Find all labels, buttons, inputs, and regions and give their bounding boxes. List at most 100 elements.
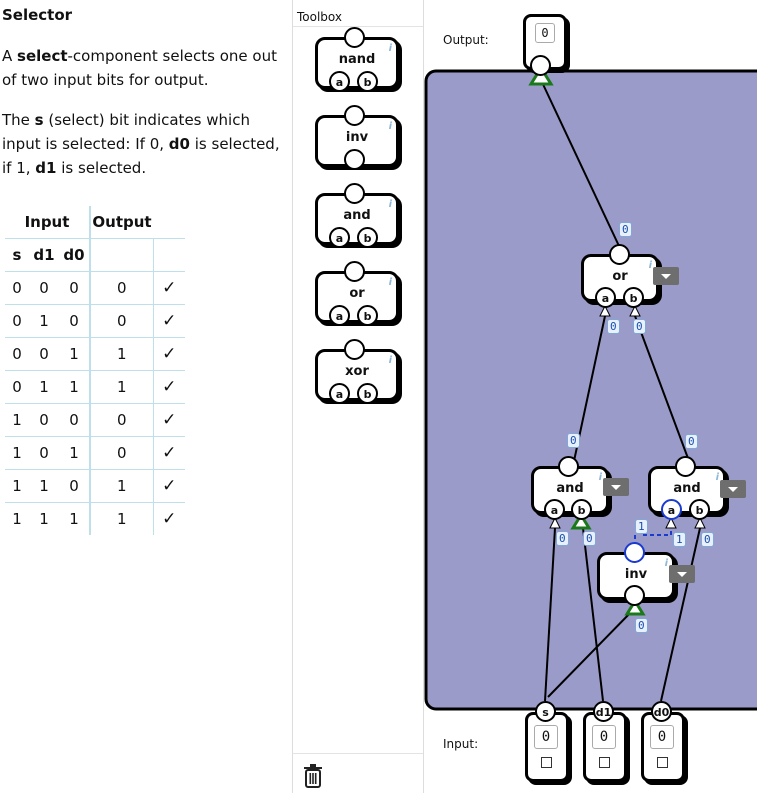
input-label: Input: bbox=[443, 737, 479, 751]
and1-b-pin[interactable]: b bbox=[571, 499, 592, 520]
input-node-s: 0 bbox=[525, 712, 569, 782]
or-b-pin[interactable]: b bbox=[623, 287, 644, 308]
toolbox-pin-b: b bbox=[357, 71, 378, 92]
and2-out-pin[interactable] bbox=[675, 456, 696, 477]
table-cell: 0 bbox=[90, 436, 154, 470]
table-cell: 1 bbox=[59, 502, 91, 535]
input-value-field[interactable]: 0 bbox=[650, 725, 674, 749]
wire-value-and1-a: 0 bbox=[556, 531, 569, 546]
info-icon[interactable]: i bbox=[388, 277, 392, 288]
toolbox-pin-a: a bbox=[329, 227, 350, 248]
table-cell: 1 bbox=[12, 510, 22, 528]
info-icon[interactable]: i bbox=[388, 121, 392, 132]
wire-and2-to-or-b bbox=[634, 315, 690, 462]
table-cell: 1 bbox=[12, 411, 22, 429]
inv-in-pin[interactable] bbox=[624, 542, 645, 563]
toolbox-item-label: inv bbox=[345, 130, 369, 145]
table-cell: 0 bbox=[90, 403, 154, 437]
table-cell: 0 bbox=[12, 345, 22, 363]
input-toggle-checkbox[interactable] bbox=[541, 757, 552, 768]
table-cell: 1 bbox=[90, 337, 154, 371]
wire-value-and1-b: 0 bbox=[583, 531, 596, 546]
lesson-panel: Selector A select-component selects one … bbox=[0, 0, 292, 793]
and2-a-pin[interactable]: a bbox=[661, 499, 682, 520]
table-cell: 1 bbox=[12, 444, 22, 462]
table-cell: 1 bbox=[59, 337, 91, 371]
and2-dropdown[interactable] bbox=[720, 480, 746, 498]
table-cell: 1 bbox=[12, 477, 22, 495]
table-cell: 1 bbox=[90, 469, 154, 503]
check-icon: ✓ bbox=[162, 443, 177, 463]
input-value-field[interactable]: 0 bbox=[534, 725, 558, 749]
info-icon[interactable]: i bbox=[715, 472, 719, 483]
toolbox-item-label: nand bbox=[338, 52, 376, 67]
input-value-field[interactable]: 0 bbox=[592, 725, 616, 749]
check-icon: ✓ bbox=[162, 311, 177, 331]
circuit-canvas[interactable]: Output: Input: 0 or i bbox=[423, 0, 757, 793]
toolbox-label: Toolbox bbox=[297, 10, 342, 24]
inv-dropdown[interactable] bbox=[669, 565, 695, 583]
wire-d0-to-and2-b bbox=[660, 527, 701, 702]
input-toggle-checkbox[interactable] bbox=[599, 757, 610, 768]
table-cell: 1 bbox=[39, 477, 49, 495]
and1-dropdown[interactable] bbox=[603, 478, 629, 496]
table-cell: 0 bbox=[59, 271, 91, 305]
check-icon: ✓ bbox=[162, 476, 177, 496]
input-pin-s[interactable]: s bbox=[535, 701, 556, 722]
header-d0: d0 bbox=[59, 238, 91, 272]
lesson-title: Selector bbox=[2, 6, 73, 24]
toolbox-pin-b: b bbox=[357, 227, 378, 248]
toolbox-item-label: and bbox=[343, 208, 371, 223]
input-pin-d0[interactable]: d0 bbox=[651, 701, 672, 722]
table-cell: 0 bbox=[90, 271, 154, 305]
output-pin[interactable] bbox=[530, 55, 551, 76]
wire-value-inv-out: 0 bbox=[635, 618, 648, 633]
toolbox-pin bbox=[344, 27, 365, 48]
info-icon[interactable]: i bbox=[388, 43, 392, 54]
toolbox-pin bbox=[344, 149, 365, 170]
toolbox-pin bbox=[344, 339, 365, 360]
toolbox-item-label: or bbox=[349, 286, 365, 301]
toolbox-pin-b: b bbox=[357, 305, 378, 326]
wire-value-and2-b-top: 1 bbox=[673, 532, 686, 547]
and1-a-pin[interactable]: a bbox=[544, 499, 565, 520]
wire-value-and2-b: 0 bbox=[701, 532, 714, 547]
wire-s-to-inv bbox=[547, 607, 636, 698]
table-cell: 0 bbox=[59, 469, 91, 503]
table-cell: 1 bbox=[39, 312, 49, 330]
or-a-pin[interactable]: a bbox=[595, 287, 616, 308]
check-icon: ✓ bbox=[162, 410, 177, 430]
info-icon[interactable]: i bbox=[648, 260, 652, 271]
info-icon[interactable]: i bbox=[388, 355, 392, 366]
header-d1: d1 bbox=[33, 246, 55, 264]
or-dropdown[interactable] bbox=[653, 267, 679, 285]
table-cell: 1 bbox=[59, 436, 91, 470]
table-cell: 0 bbox=[59, 304, 91, 338]
table-cell: 1 bbox=[39, 378, 49, 396]
and1-b-connector-icon bbox=[570, 512, 592, 530]
input-toggle-checkbox[interactable] bbox=[657, 757, 668, 768]
input-node-d1: 0 bbox=[583, 712, 627, 782]
input-group-header: Input bbox=[5, 206, 91, 239]
wire-value-or-out: 0 bbox=[619, 222, 632, 237]
and2-b-pin[interactable]: b bbox=[689, 499, 710, 520]
input-pin-d1[interactable]: d1 bbox=[593, 701, 614, 722]
inv-out-pin[interactable] bbox=[624, 585, 645, 606]
or-out-pin[interactable] bbox=[609, 244, 630, 265]
info-icon[interactable]: i bbox=[664, 558, 668, 569]
toolbox-item-label: xor bbox=[345, 364, 369, 379]
trash-icon[interactable] bbox=[303, 764, 323, 794]
and1-out-pin[interactable] bbox=[558, 456, 579, 477]
output-group-header: Output bbox=[92, 213, 152, 231]
output-value: 0 bbox=[535, 23, 555, 43]
table-cell: 0 bbox=[39, 411, 49, 429]
info-icon[interactable]: i bbox=[598, 472, 602, 483]
wire-d1-to-and1-b bbox=[582, 527, 604, 702]
info-icon[interactable]: i bbox=[388, 199, 392, 210]
circuit-area[interactable] bbox=[424, 69, 757, 711]
